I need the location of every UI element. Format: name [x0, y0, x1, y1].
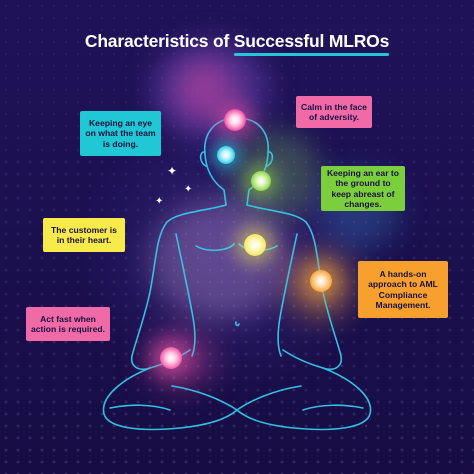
chakra-crown-orb — [224, 109, 246, 131]
figure-torso-left — [175, 233, 196, 357]
chakra-throat-orb — [251, 171, 271, 191]
figure-ear-left — [199, 151, 207, 167]
glow-cloud — [175, 60, 235, 120]
label-keeping-an-eye: Keeping an eye on what the team is doing… — [80, 111, 161, 156]
title-prefix: Characteristics of — [84, 31, 234, 51]
glow-cloud — [150, 40, 270, 140]
label-text: Keeping an ear to the ground to keep abr… — [326, 167, 400, 209]
label-hands-on: A hands-on approach to AML Compliance Ma… — [358, 261, 448, 318]
figure-right-arm — [246, 204, 343, 371]
figure-leg-cross — [171, 385, 302, 411]
figure-head — [204, 117, 269, 206]
title-highlight: Successful MLROs — [233, 31, 390, 56]
figure-torso-right — [277, 233, 298, 357]
label-keeping-an-ear: Keeping an ear to the ground to keep abr… — [321, 166, 405, 211]
figure-foot-right — [302, 404, 364, 411]
label-text: Keeping an eye on what the team is doing… — [85, 117, 156, 149]
figure-left-arm — [130, 204, 227, 371]
label-customer: The customer is in their heart. — [43, 218, 125, 252]
label-act-fast: Act fast when action is required. — [26, 307, 110, 341]
figure-ear-right — [266, 151, 274, 167]
figure-legs — [102, 367, 372, 431]
sparkle-icon: ✦ — [155, 196, 164, 207]
chakra-heart-orb — [244, 234, 266, 256]
figure-foot-left — [109, 404, 171, 411]
label-text: The customer is in their heart. — [51, 224, 117, 245]
chakra-root-orb — [160, 347, 182, 369]
label-text: A hands-on approach to AML Compliance Ma… — [368, 268, 438, 310]
chakra-solar-orb — [310, 270, 332, 292]
label-text: Calm in the face of adversity. — [301, 101, 367, 122]
chakra-third-eye-orb — [217, 146, 235, 164]
sparkle-icon: ✦ — [167, 164, 178, 178]
figure-navel — [235, 321, 240, 327]
glow-cloud — [230, 130, 320, 220]
label-text: Act fast when action is required. — [30, 313, 106, 334]
page-title: Characteristics of Successful MLROs — [0, 31, 474, 56]
sparkle-icon: ✦ — [184, 184, 193, 195]
label-calm: Calm in the face of adversity. — [296, 96, 372, 128]
glow-cloud — [150, 200, 290, 320]
